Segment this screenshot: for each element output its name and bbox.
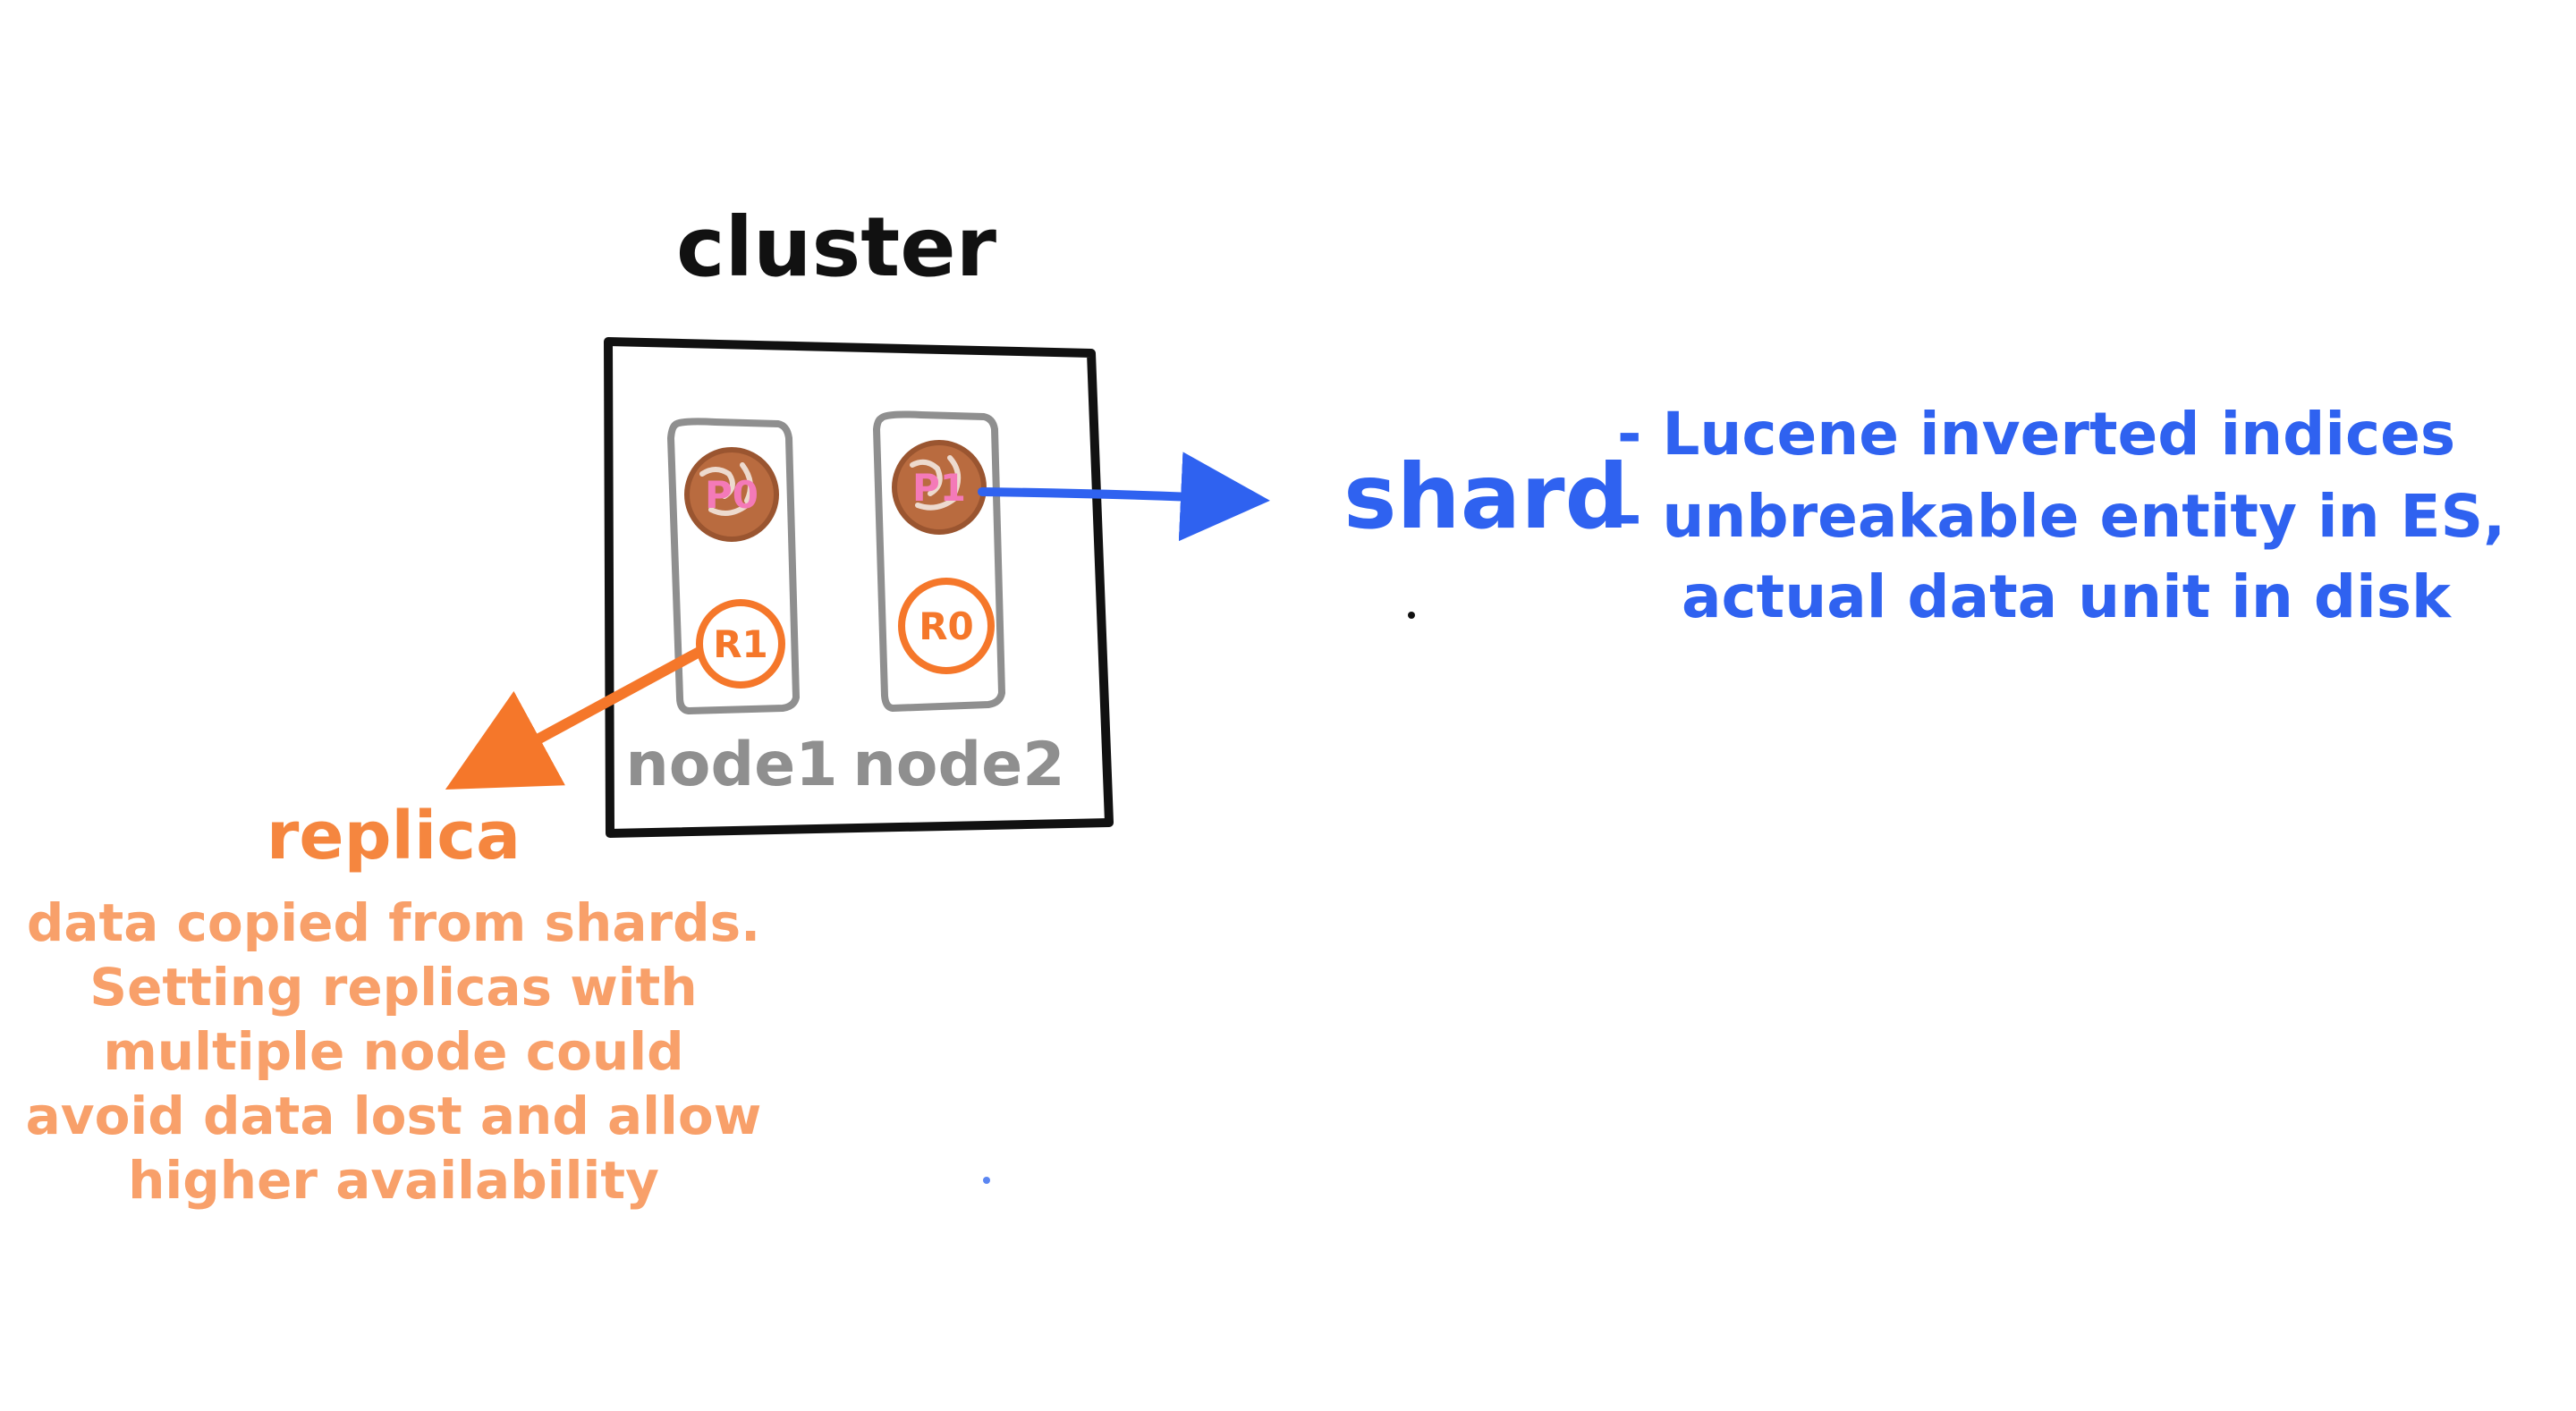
replica-shard-r1 — [696, 599, 785, 689]
shard-title: shard — [1343, 444, 1629, 549]
primary-shard-p0-label: P0 — [705, 473, 758, 517]
shard-bullet-2: - unbreakable entity in ES, — [1617, 482, 2505, 551]
replica-desc-line-1: data copied from shards. — [27, 892, 760, 953]
node2-label: node2 — [852, 730, 1064, 800]
cluster-box — [604, 337, 1114, 838]
cluster-title: cluster — [676, 199, 997, 295]
replica-desc-line-2: Setting replicas with — [89, 957, 697, 1018]
replica-desc-line-3: multiple node could — [103, 1021, 683, 1082]
replica-shard-r1-label: R1 — [713, 622, 768, 666]
shard-arrow — [978, 452, 1270, 542]
replica-shard-r0-label: R0 — [919, 604, 974, 648]
replica-desc-line-5: higher availability — [128, 1150, 659, 1211]
replica-arrow — [445, 647, 703, 790]
dot-blue — [983, 1177, 990, 1184]
node1-container — [667, 418, 800, 714]
replica-title: replica — [267, 798, 521, 874]
replica-desc-line-4: avoid data lost and allow — [26, 1086, 762, 1146]
shard-bullet-3: actual data unit in disk — [1682, 562, 2453, 631]
node1-label: node1 — [625, 730, 837, 800]
primary-shard-p1-label: P1 — [912, 466, 966, 510]
shard-bullet-1: - Lucene inverted indices — [1617, 400, 2455, 469]
primary-shard-p1-texture — [910, 455, 962, 511]
replica-shard-r0 — [898, 578, 995, 674]
dot-near-shard — [1408, 612, 1415, 619]
node2-container — [873, 410, 1005, 712]
primary-shard-p0-texture — [699, 462, 753, 516]
